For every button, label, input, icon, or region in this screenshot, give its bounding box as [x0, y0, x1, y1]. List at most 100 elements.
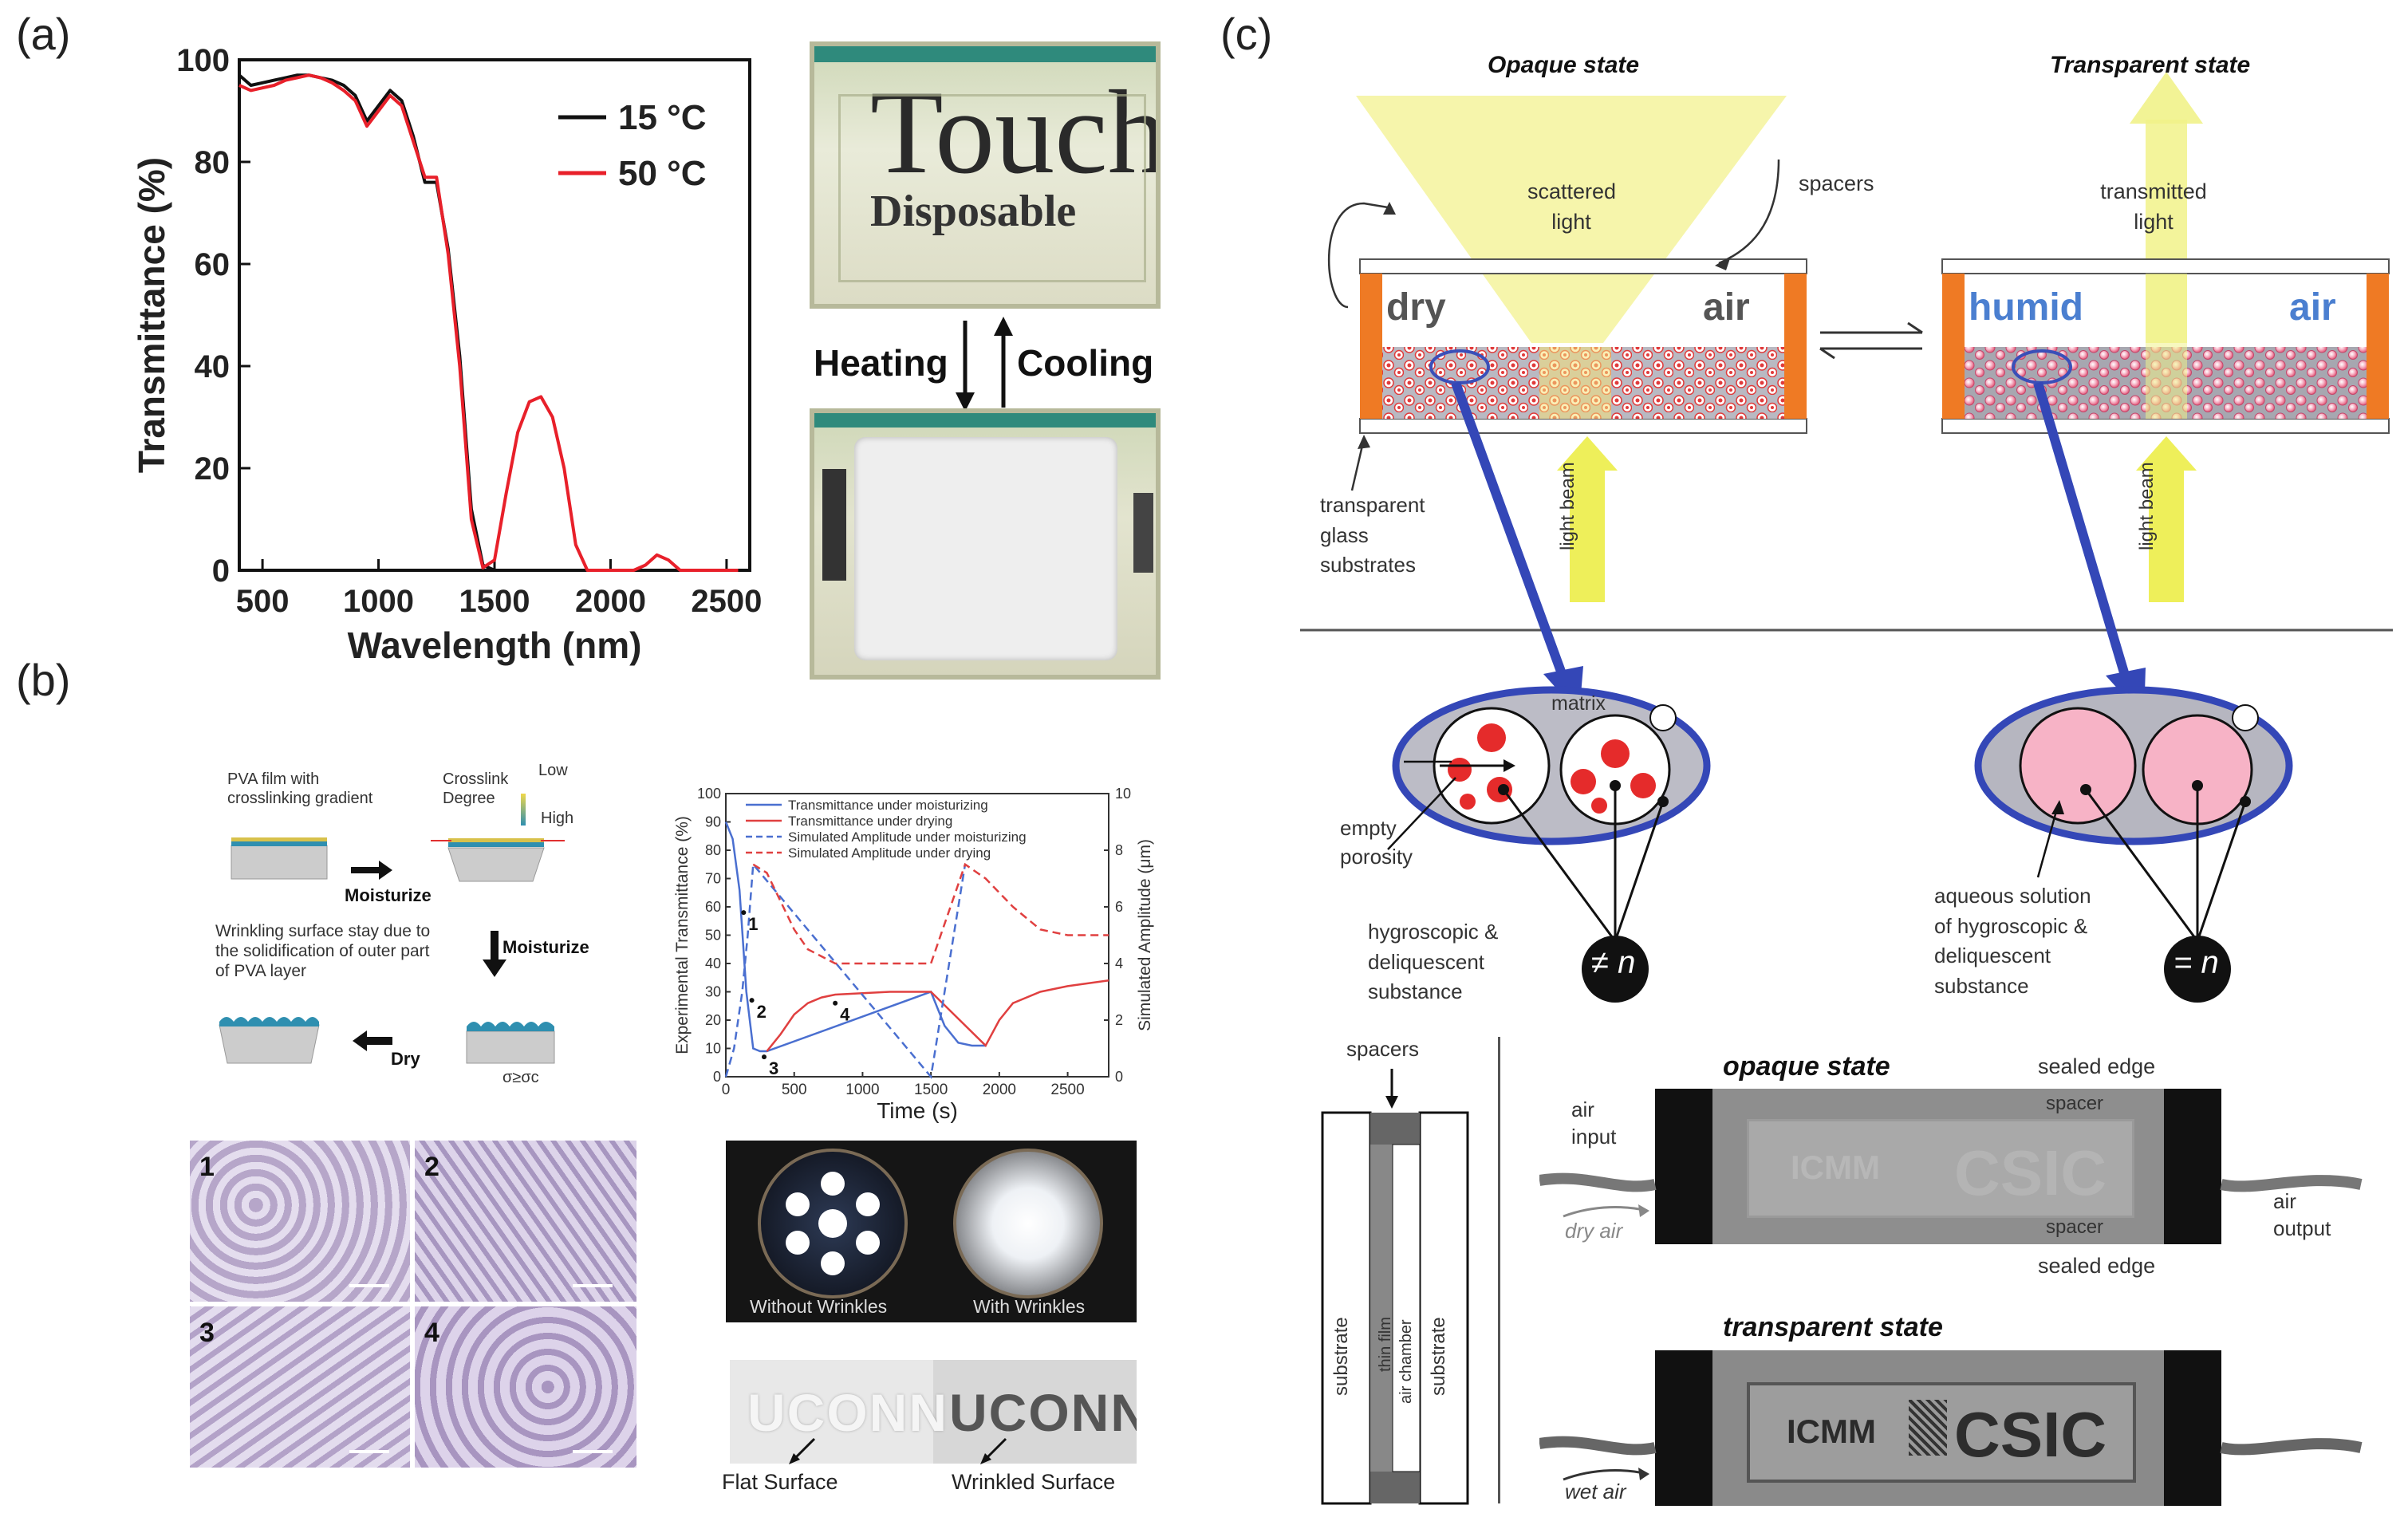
- dry-air-label: dry air: [1565, 1219, 1623, 1243]
- pva-film-label: PVA film with crosslinking gradient: [227, 770, 373, 807]
- bottom-opaque-state-label: opaque state: [1723, 1051, 1890, 1082]
- uconn-text-wrinkled: UCONN: [949, 1383, 1137, 1442]
- chart-a-ytick-label-3: 60: [195, 247, 231, 282]
- chart-b-xtick-label-0: 0: [722, 1082, 731, 1098]
- chart-b-y2tick-label-1: 2: [1115, 1012, 1123, 1028]
- led-array-icon: [786, 1172, 880, 1275]
- chart-b-legend-label-3: Simulated Amplitude under drying: [788, 845, 991, 861]
- heating-label: Heating: [814, 342, 948, 384]
- chart-a-ytick-label-2: 40: [195, 349, 231, 384]
- aqueous-label: aqueous solution of hygroscopic & deliqu…: [1934, 884, 2091, 999]
- transparent-device-photo: ICMM CSIC: [1655, 1350, 2221, 1506]
- chart-b-ylabel: Experimental Transmittance (%): [673, 816, 692, 1054]
- thin-film-label: thin film: [1377, 1317, 1394, 1372]
- chart-a-xtick-label-4: 2500: [691, 584, 762, 619]
- scattered-light-label: scattered light: [1527, 179, 1617, 234]
- cooling-label: Cooling: [1017, 342, 1154, 384]
- chart-b-ytick-label-0: 0: [713, 1069, 721, 1085]
- chart-b-xtick-label-1: 500: [782, 1082, 807, 1098]
- chart-b-xtick-label-3: 1500: [914, 1082, 948, 1098]
- chart-b-annotation-2: 3: [769, 1058, 778, 1078]
- air-right-cell-label: air: [2289, 286, 2336, 329]
- chart-a-series-line-1: [238, 73, 739, 572]
- chart-a-xtick-label-0: 500: [236, 584, 290, 619]
- chart-b-ytick-label-5: 50: [705, 928, 721, 944]
- micrograph-label-4: 4: [424, 1318, 439, 1348]
- wrinkle-formation-schematic: [219, 794, 565, 1064]
- chart-b-legend-label-2: Simulated Amplitude under moisturizing: [788, 829, 1027, 845]
- chart-b-ytick-label-10: 100: [697, 786, 721, 802]
- chart-b-series-line-2: [724, 861, 967, 1079]
- chart-a-series-line-0: [238, 73, 739, 572]
- transparent-icmm-text: ICMM: [1787, 1413, 1876, 1450]
- led-right-label: With Wrinkles: [973, 1296, 1086, 1317]
- micrograph-grid: 1 2 3 4: [190, 1141, 636, 1468]
- micrograph-label-1: 1: [199, 1152, 215, 1182]
- chart-b-annotation-dot-1: [749, 998, 755, 1003]
- chart-b-y2tick-label-5: 10: [1115, 786, 1131, 802]
- chart-a-legend-label-0: 15 °C: [618, 98, 707, 137]
- chart-a-legend-label-1: 50 °C: [618, 154, 707, 193]
- chart-b-annotation-1: 2: [757, 1002, 767, 1022]
- opaque-state-label: Opaque state: [1488, 52, 1640, 78]
- chart-b-ytick-label-3: 30: [705, 984, 721, 1000]
- chart-b-ytick-label-7: 70: [705, 871, 721, 887]
- chart-b-xtick-label-2: 1000: [845, 1082, 879, 1098]
- chart-b-annotation-dot-2: [762, 1054, 767, 1060]
- micrograph-4: [415, 1306, 636, 1468]
- low-label: Low: [538, 762, 568, 779]
- cross-section-diagram: [1321, 1069, 1469, 1505]
- chart-b-annotation-dot-3: [833, 1000, 838, 1006]
- transparent-csic-text: CSIC: [1954, 1399, 2107, 1470]
- sigma-label: σ≥σc: [502, 1069, 539, 1086]
- chart-b-ytick-label-8: 80: [705, 842, 721, 858]
- spacer-bottom-label: spacer: [2046, 1216, 2104, 1238]
- hygroscopic-label: hygroscopic & deliquescent substance: [1368, 920, 1499, 1004]
- opaque-csic-text: CSIC: [1954, 1137, 2107, 1208]
- led-photo-panel: Without Wrinkles With Wrinkles: [726, 1141, 1137, 1322]
- panel-label-c: (c): [1220, 9, 1273, 59]
- spacer-top-label: spacer: [2046, 1093, 2104, 1114]
- humid-cell-label: humid: [1969, 286, 2083, 329]
- micrograph-2: [415, 1141, 636, 1302]
- light-beam-right-label: light beam: [2136, 462, 2158, 550]
- chart-a-ytick-label-1: 20: [195, 451, 231, 487]
- heating-down-arrow-icon: [956, 321, 975, 412]
- chart-b-series-line-1: [766, 979, 1109, 1052]
- chart-b-ytick-label-6: 60: [705, 899, 721, 915]
- chart-a-xlabel: Wavelength (nm): [348, 625, 642, 666]
- led-left-label: Without Wrinkles: [750, 1296, 888, 1317]
- chart-a-xtick-label-1: 1000: [343, 584, 414, 619]
- air-left-cell-label: air: [1703, 286, 1750, 329]
- chart-b-ytick-label-2: 20: [705, 1012, 721, 1028]
- chart-a-xtick-label-3: 2000: [575, 584, 646, 619]
- chart-b-y2tick-label-4: 8: [1115, 842, 1123, 858]
- micrograph-3: [190, 1306, 410, 1468]
- transmitted-light-label: transmitted light: [2100, 179, 2207, 234]
- transparent-state-label: Transparent state: [2050, 52, 2251, 78]
- air-output-label: air output: [2273, 1189, 2331, 1240]
- substrate-right-label: substrate: [1428, 1317, 1449, 1396]
- high-label: High: [541, 810, 574, 827]
- air-input-label: air input: [1571, 1097, 1617, 1149]
- micrograph-label-2: 2: [424, 1152, 439, 1182]
- chart-b-xtick-label-4: 2000: [983, 1082, 1016, 1098]
- photo-text-disposable: Disposable: [870, 187, 1077, 236]
- chart-b-xtick-label-5: 2500: [1050, 1082, 1084, 1098]
- chart-a-ytick-label-5: 100: [176, 43, 230, 78]
- substrate-left-label: substrate: [1330, 1317, 1352, 1396]
- chart-b-ytick-label-1: 10: [705, 1041, 721, 1057]
- chart-b-y2tick-label-3: 6: [1115, 899, 1123, 915]
- uconn-photo: UCONN UCONN: [730, 1360, 1137, 1464]
- micrograph-label-3: 3: [199, 1318, 215, 1348]
- sealed-edge-top-label: sealed edge: [2038, 1054, 2156, 1078]
- not-equal-n-label: ≠ n: [1591, 945, 1636, 980]
- tubes-transparent: [1539, 1436, 2363, 1481]
- panel-label-b: (b): [16, 655, 71, 705]
- chart-b-annotation-dot-0: [741, 910, 747, 916]
- chart-b-annotation-3: 4: [840, 1005, 850, 1025]
- spacers-label: spacers: [1799, 171, 1874, 195]
- chart-b-ytick-label-4: 40: [705, 956, 721, 971]
